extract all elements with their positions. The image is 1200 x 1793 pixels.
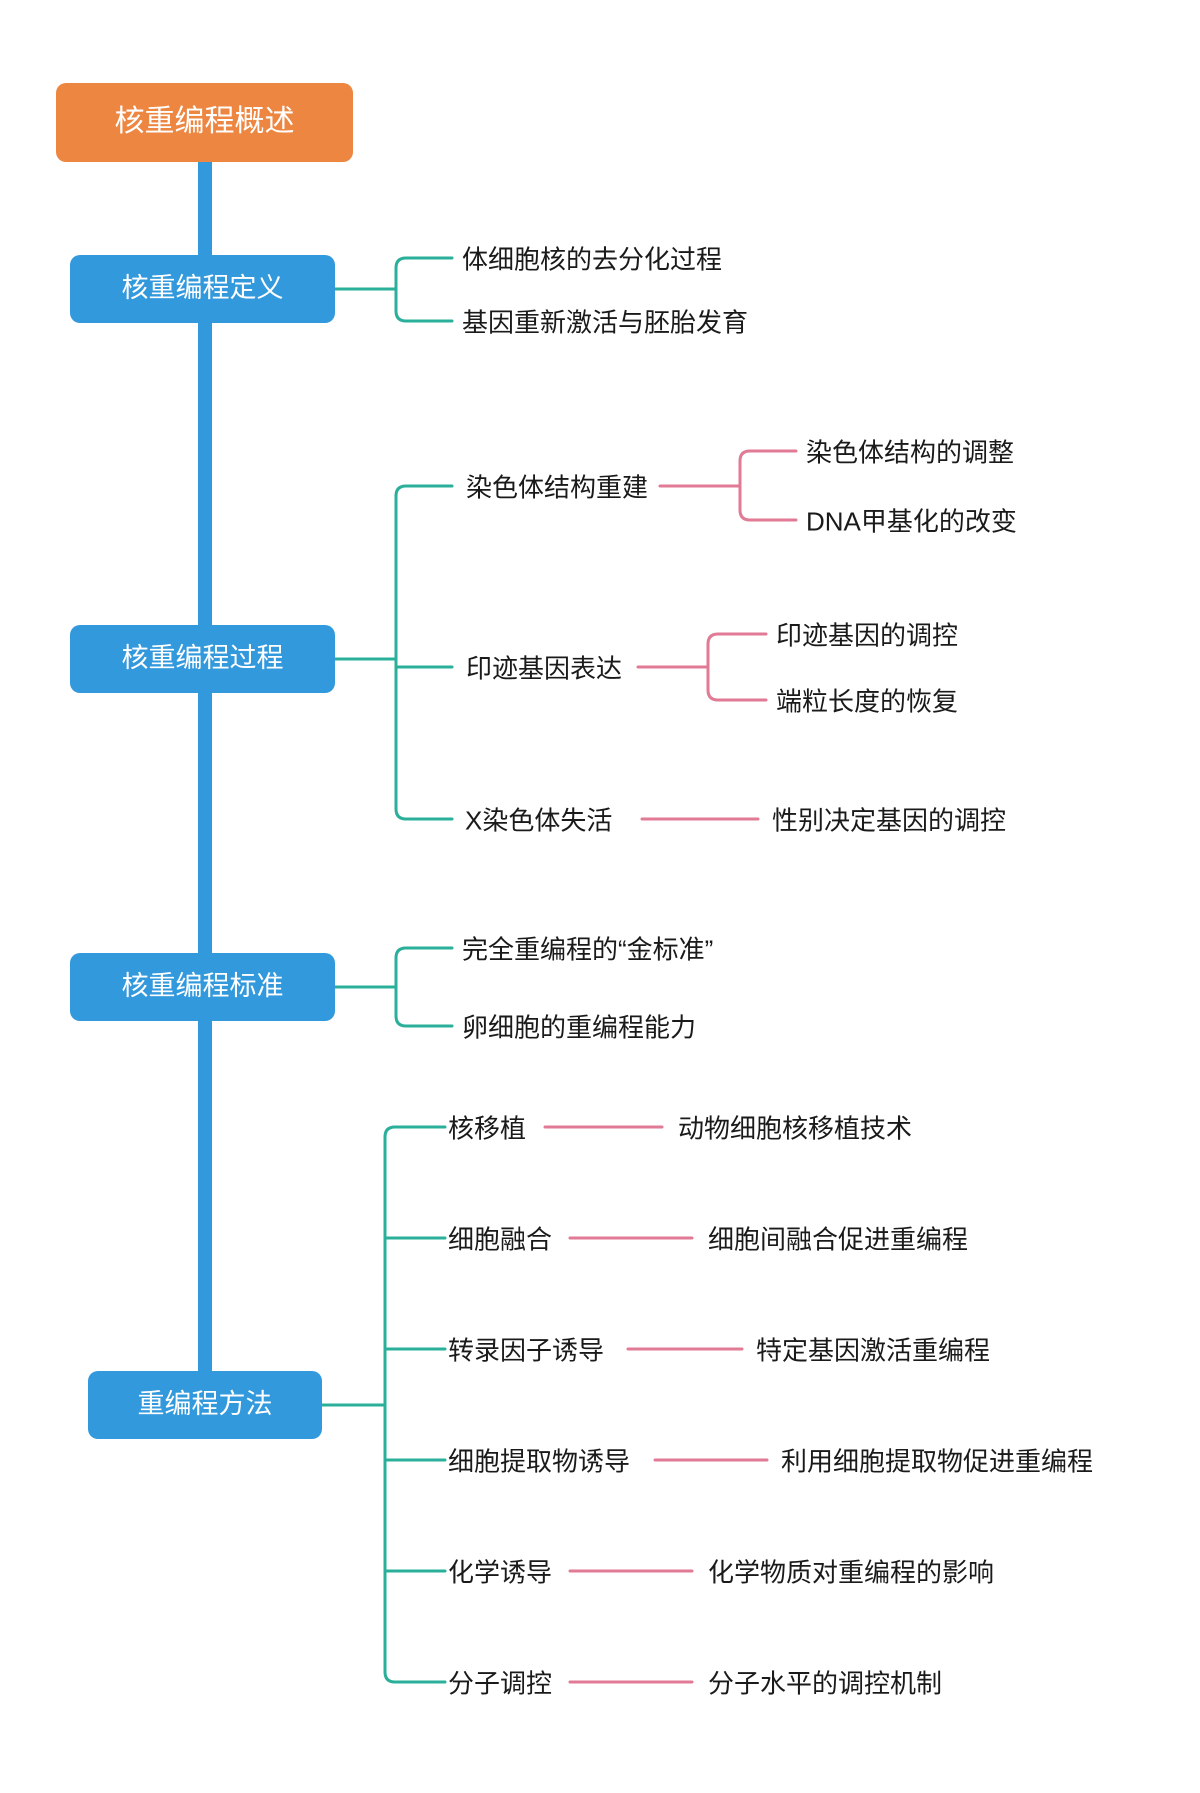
root-node[interactable]: 核重编程概述 (56, 83, 353, 162)
node-molecular-regulation[interactable]: 分子调控 (448, 1668, 553, 1699)
node-dna-methylation-change[interactable]: DNA甲基化的改变 (806, 506, 1017, 537)
branch-process[interactable]: 核重编程过程 (70, 625, 335, 693)
node-oocyte-reprogramming-ability[interactable]: 卵细胞的重编程能力 (462, 1012, 697, 1043)
node-chromosome-structure-rebuild[interactable]: 染色体结构重建 (466, 472, 649, 503)
node-cell-extract-promotes-reprogramming[interactable]: 利用细胞提取物促进重编程 (781, 1446, 1094, 1477)
node-complete-reprogramming-gold-standard[interactable]: 完全重编程的“金标准” (462, 934, 714, 965)
node-imprinted-gene-regulation[interactable]: 印迹基因的调控 (776, 620, 959, 651)
node-somatic-nucleus-dedifferentiation[interactable]: 体细胞核的去分化过程 (462, 244, 723, 275)
branch-standard[interactable]: 核重编程标准 (70, 953, 335, 1021)
spine-line (198, 155, 212, 1410)
node-chromosome-structure-adjustment[interactable]: 染色体结构的调整 (806, 437, 1015, 468)
node-chemical-induction[interactable]: 化学诱导 (448, 1557, 553, 1588)
node-transcription-factor-induction[interactable]: 转录因子诱导 (448, 1335, 605, 1366)
branch-methods[interactable]: 重编程方法 (88, 1371, 322, 1439)
node-animal-cell-nuclear-transfer[interactable]: 动物细胞核移植技术 (678, 1113, 913, 1144)
node-telomere-length-restoration[interactable]: 端粒长度的恢复 (776, 686, 959, 717)
node-imprinted-gene-expression[interactable]: 印迹基因表达 (466, 653, 623, 684)
node-cell-fusion-promotes-reprogramming[interactable]: 细胞间融合促进重编程 (708, 1224, 969, 1255)
node-x-chromosome-inactivation[interactable]: X染色体失活 (465, 805, 613, 836)
node-sex-determining-gene-regulation[interactable]: 性别决定基因的调控 (772, 805, 1007, 836)
branch-definition[interactable]: 核重编程定义 (70, 255, 335, 323)
node-molecular-level-regulation[interactable]: 分子水平的调控机制 (708, 1668, 943, 1699)
node-nuclear-transfer[interactable]: 核移植 (448, 1113, 527, 1144)
node-gene-reactivation-embryo-development[interactable]: 基因重新激活与胚胎发育 (462, 307, 749, 338)
node-cell-fusion[interactable]: 细胞融合 (448, 1224, 553, 1255)
node-chemical-effect-on-reprogramming[interactable]: 化学物质对重编程的影响 (708, 1557, 995, 1588)
node-cell-extract-induction[interactable]: 细胞提取物诱导 (448, 1446, 631, 1477)
node-specific-gene-activation[interactable]: 特定基因激活重编程 (756, 1335, 991, 1366)
